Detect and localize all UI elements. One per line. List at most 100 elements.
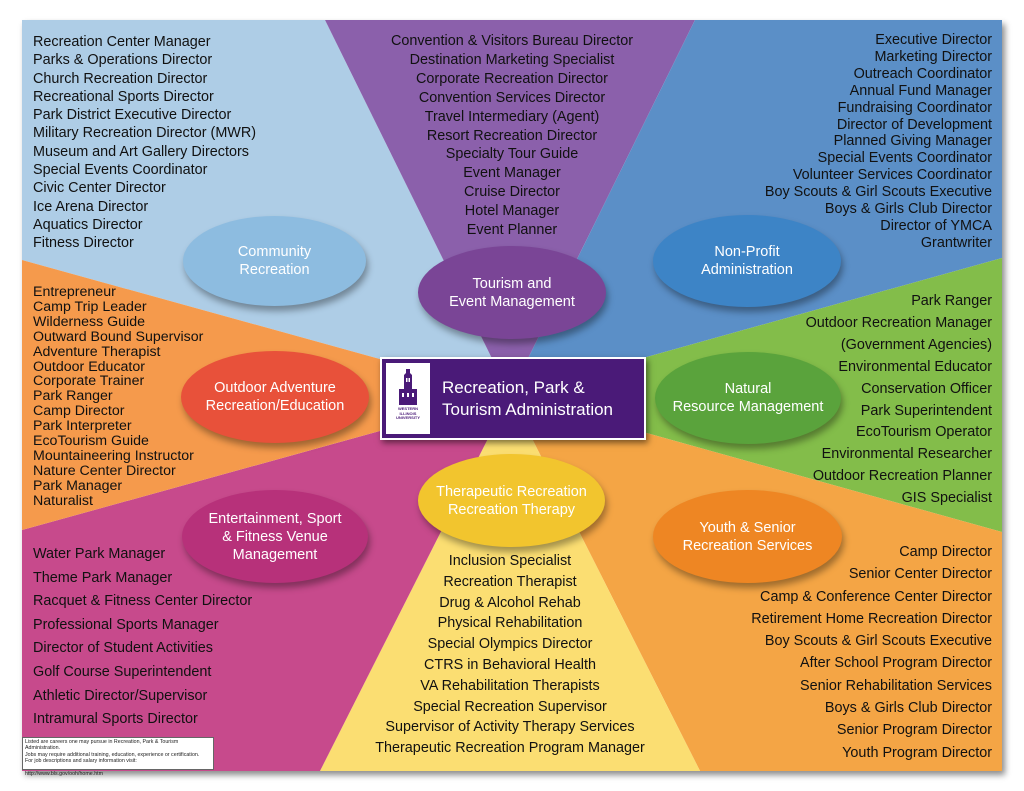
career-item: EcoTourism Operator (856, 424, 992, 441)
career-item: Volunteer Services Coordinator (792, 167, 992, 184)
community-oval: Community Recreation (183, 216, 366, 306)
therapeutic-oval: Therapeutic Recreation Recreation Therap… (418, 454, 605, 547)
sector-entertainment (22, 395, 510, 771)
center-title-line2: Tourism Administration (442, 399, 614, 419)
career-item: Recreation Center Manager (33, 34, 211, 50)
career-item: Water Park Manager (33, 546, 166, 562)
career-item: Outdoor Recreation Planner (812, 468, 992, 485)
career-item: VA Rehabilitation Therapists (420, 677, 600, 694)
career-item: Museum and Art Gallery Directors (33, 143, 249, 160)
career-item: EcoTourism Guide (33, 433, 149, 450)
career-item: Civic Center Director (33, 180, 166, 197)
career-item: Fundraising Coordinator (837, 99, 992, 116)
career-item: Recreation Therapist (443, 573, 577, 590)
career-item: Racquet & Fitness Center Director (33, 593, 253, 610)
career-item: Park Interpreter (33, 418, 132, 435)
career-item: Ice Arena Director (33, 198, 149, 215)
career-item: Director of Student Activities (33, 640, 213, 657)
youth-oval: Youth & Senior Recreation Services (653, 490, 842, 583)
tourism-label: Tourism and Event Management (449, 275, 575, 310)
entertainment-oval: Entertainment, Sport & Fitness Venue Man… (182, 490, 368, 583)
career-item: Environmental Researcher (821, 446, 992, 463)
career-item: Therapeutic Recreation Program Manager (375, 740, 645, 757)
career-item: Boy Scouts & Girl Scouts Executive (764, 184, 992, 201)
tower-icon (399, 369, 417, 405)
career-item: Park Ranger (33, 388, 113, 405)
outdoor-oval: Outdoor Adventure Recreation/Education (181, 351, 369, 443)
career-item: Event Planner (466, 222, 558, 239)
career-item: Executive Director (875, 32, 992, 48)
career-item: Professional Sports Manager (33, 616, 219, 633)
entertainment-label: Entertainment, Sport & Fitness Venue Man… (208, 510, 342, 563)
career-item: Parks & Operations Director (33, 52, 213, 69)
career-item: Retirement Home Recreation Director (751, 610, 992, 627)
career-item: Park Ranger (911, 293, 992, 309)
sector-therapeutic (320, 395, 700, 771)
career-item: Outdoor Educator (33, 358, 145, 375)
career-item: Special Olympics Director (427, 636, 593, 653)
career-item: Convention & Visitors Bureau Director (390, 33, 634, 49)
tourism-oval: Tourism and Event Management (418, 246, 606, 339)
natural-label: Natural Resource Management (672, 381, 824, 415)
therapeutic-label: Therapeutic Recreation Recreation Therap… (436, 483, 587, 518)
career-item: Senior Center Director (848, 566, 992, 583)
center-title-box: WESTERN ILLINOIS UNIVERSITY Recreation, … (380, 357, 646, 440)
career-item: Golf Course Superintendent (33, 663, 212, 680)
natural-oval: Natural Resource Management (655, 352, 841, 444)
career-item: Convention Services Director (418, 89, 606, 106)
career-item: Park Superintendent (860, 402, 992, 419)
career-item: Park District Executive Director (33, 107, 232, 124)
sector-community (22, 20, 510, 395)
career-item: Camp & Conference Center Director (760, 588, 992, 605)
career-item: Destination Marketing Specialist (409, 51, 615, 68)
center-title: Recreation, Park & Tourism Administratio… (442, 377, 613, 421)
youth-label: Youth & Senior Recreation Services (682, 519, 813, 554)
career-item: Wilderness Guide (33, 313, 145, 330)
career-item: Theme Park Manager (33, 569, 173, 586)
career-item: Special Events Coordinator (33, 162, 208, 179)
career-item: Mountaineering Instructor (33, 447, 194, 464)
career-item: Conservation Officer (861, 380, 992, 397)
career-item: Outward Bound Supervisor (33, 328, 204, 345)
career-item: Youth Program Director (842, 744, 992, 761)
career-item: Cruise Director (464, 184, 560, 201)
career-item: Boys & Girls Club Director (824, 700, 992, 717)
career-item: Camp Trip Leader (33, 298, 147, 315)
career-item: Naturalist (33, 492, 93, 509)
career-item: Planned Giving Manager (833, 133, 992, 150)
sector-tourism (325, 20, 695, 395)
center-title-line1: Recreation, Park & (442, 377, 585, 397)
career-item: Corporate Trainer (33, 373, 145, 390)
career-item: Park Manager (33, 477, 123, 494)
university-logo: WESTERN ILLINOIS UNIVERSITY (386, 363, 430, 434)
career-item: Church Recreation Director (33, 70, 208, 87)
footnote-text: Listed are careers one may pursue in Rec… (25, 739, 200, 778)
community-label: Community Recreation (237, 244, 312, 278)
career-item: Event Manager (463, 165, 561, 182)
career-item: GIS Specialist (901, 490, 992, 507)
career-item: Annual Fund Manager (849, 82, 992, 99)
career-item: Travel Intermediary (Agent) (424, 108, 600, 125)
sector-youth (510, 395, 1002, 771)
career-item: Athletic Director/Supervisor (33, 687, 208, 704)
career-item: Boy Scouts & Girl Scouts Executive (764, 633, 992, 650)
career-item: Special Recreation Supervisor (413, 698, 607, 715)
career-item: Grantwriter (920, 234, 992, 251)
career-item: Environmental Educator (838, 358, 992, 375)
career-item: Resort Recreation Director (426, 127, 598, 144)
nonprofit-oval: Non-Profit Administration (653, 215, 841, 307)
career-item: Marketing Director (874, 48, 992, 65)
career-item: Military Recreation Director (MWR) (33, 125, 257, 142)
career-item: CTRS in Behavioral Health (424, 656, 596, 673)
career-item: Director of Development (836, 116, 992, 133)
career-item: Corporate Recreation Director (416, 70, 608, 87)
career-item: After School Program Director (800, 655, 992, 672)
career-item: Specialty Tour Guide (445, 146, 579, 163)
career-item: (Government Agencies) (840, 336, 992, 353)
